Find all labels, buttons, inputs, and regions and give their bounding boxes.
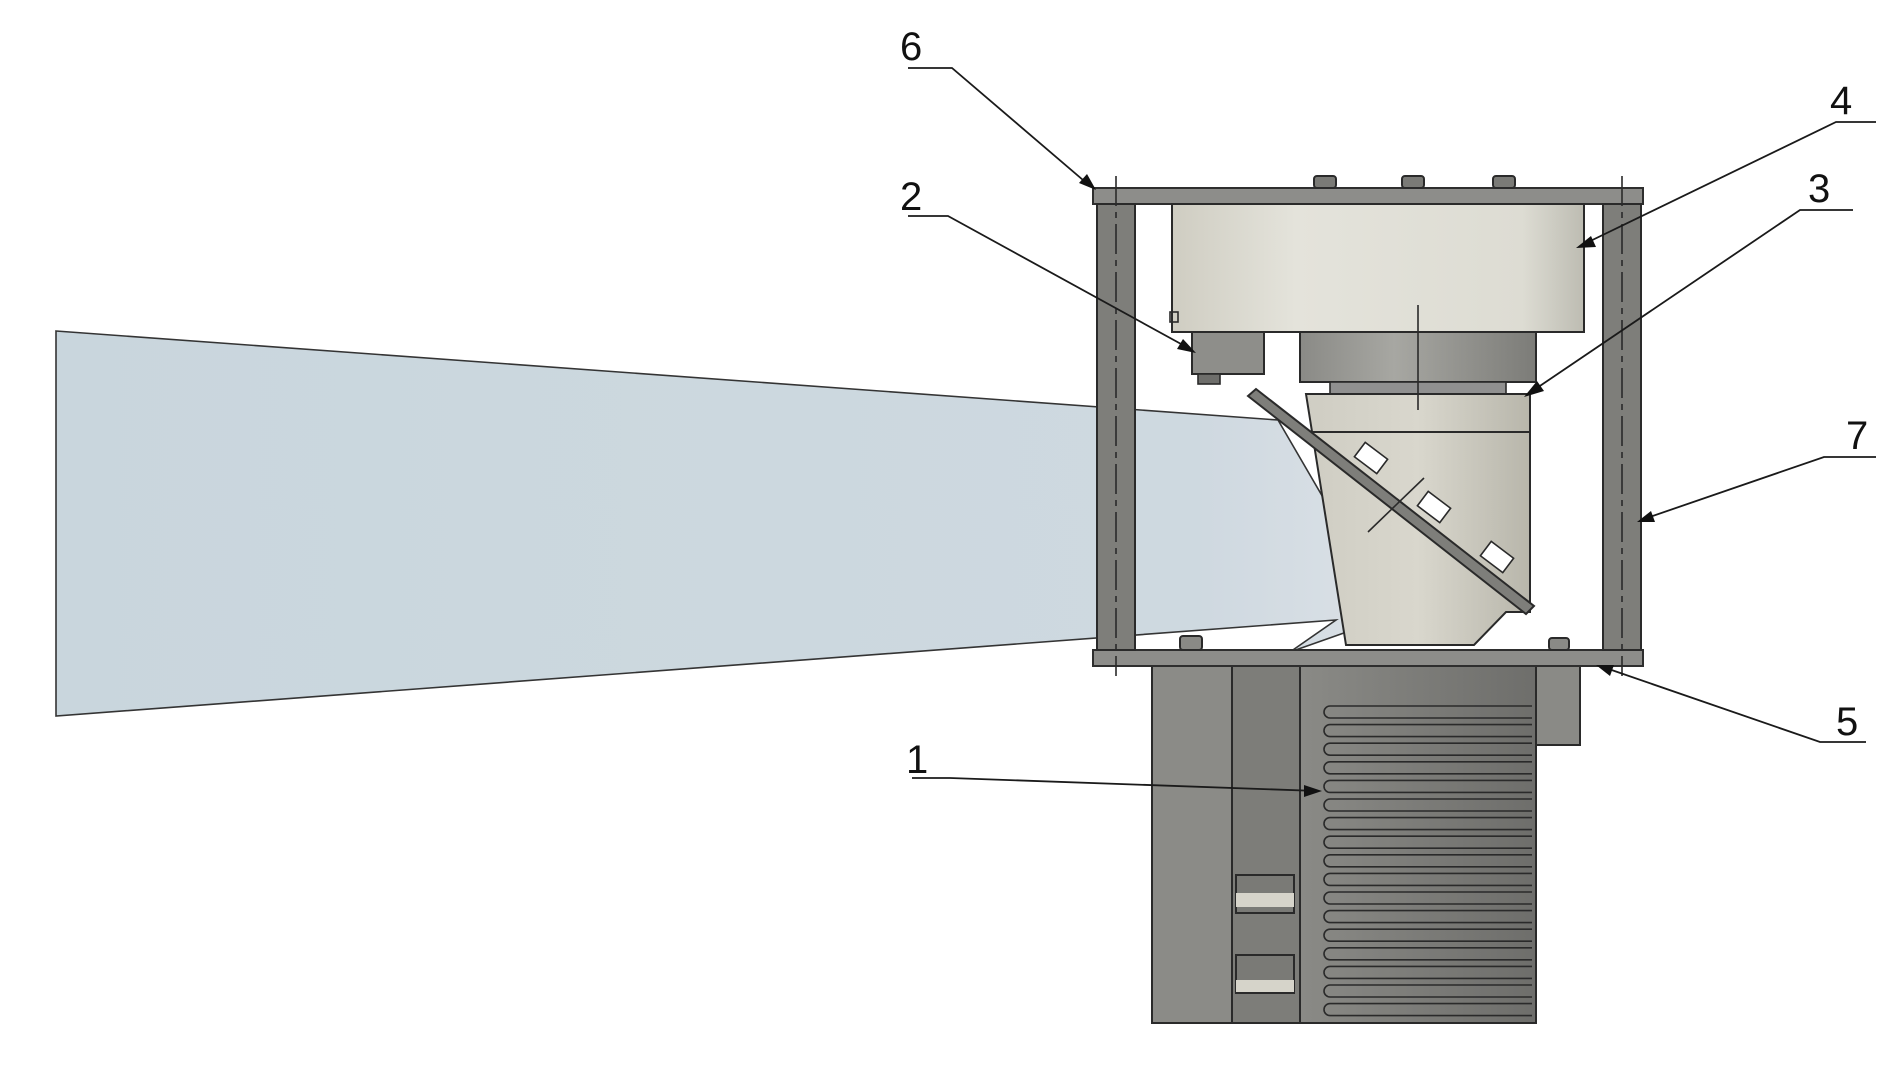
cooling-fin — [1323, 798, 1532, 812]
top-bolt-1 — [1313, 175, 1337, 189]
cooling-fin — [1323, 909, 1532, 924]
cooling-fin — [1323, 705, 1532, 719]
callout-1: 1 — [906, 738, 928, 782]
callout-4: 4 — [1830, 79, 1852, 123]
cooling-fin — [1323, 723, 1532, 738]
scanner-body — [1151, 664, 1581, 1024]
cooling-fin — [1323, 742, 1532, 756]
callout-2: 2 — [900, 175, 922, 219]
cooling-fin — [1323, 872, 1532, 887]
cooling-fin — [1323, 947, 1532, 961]
cooling-fin — [1323, 835, 1532, 849]
encoder-sensor — [1191, 331, 1265, 385]
callout-5: 5 — [1836, 700, 1858, 744]
motor-housing — [1169, 203, 1585, 333]
cooling-fin — [1323, 928, 1532, 942]
right-post — [1602, 176, 1642, 676]
bottom-bolt-right — [1548, 637, 1570, 651]
cooling-fin — [1323, 891, 1532, 905]
top-plate — [1092, 187, 1644, 205]
callout-3: 3 — [1808, 167, 1830, 211]
cooling-fin — [1323, 965, 1532, 980]
leader-lines — [908, 67, 1876, 797]
top-bolt-2 — [1401, 175, 1425, 189]
cooling-fins — [1323, 705, 1532, 1017]
top-bolt-3 — [1492, 175, 1516, 189]
cooling-fin — [1323, 1002, 1532, 1017]
cooling-fin — [1323, 816, 1532, 831]
cooling-fin — [1323, 984, 1532, 998]
callout-6: 6 — [900, 25, 922, 69]
rotating-mirror — [1246, 387, 1536, 616]
left-post — [1096, 176, 1136, 676]
cooling-fin — [1323, 854, 1532, 868]
bottom-plate — [1092, 649, 1644, 667]
bottom-bolt-left — [1179, 635, 1203, 651]
callout-7: 7 — [1846, 414, 1868, 458]
cooling-fin — [1323, 779, 1532, 794]
cooling-fin — [1323, 761, 1532, 775]
